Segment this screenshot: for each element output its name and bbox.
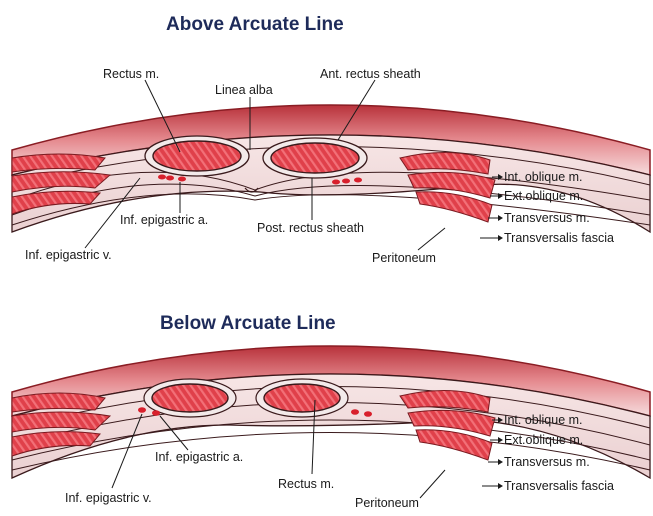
label-int-oblique-lower: Int. oblique m.	[504, 414, 583, 427]
label-ext-oblique-lower: Ext.oblique m.	[504, 434, 583, 447]
label-rectus-m-lower: Rectus m.	[278, 478, 334, 491]
rectus-muscle-right-lower	[264, 384, 340, 412]
label-inf-epigastric-a: Inf. epigastric a.	[120, 214, 208, 227]
right-lateral-muscles-lower	[400, 390, 495, 460]
label-ant-rectus-sheath: Ant. rectus sheath	[320, 68, 421, 81]
right-lateral-muscles	[400, 152, 495, 222]
label-ext-oblique: Ext.oblique m.	[504, 190, 583, 203]
label-inf-epigastric-v: Inf. epigastric v.	[25, 249, 112, 262]
panel-title-below: Below Arcuate Line	[160, 313, 336, 335]
label-transversalis-fascia: Transversalis fascia	[504, 232, 614, 245]
label-transversus-lower: Transversus m.	[504, 456, 590, 469]
label-linea-alba: Linea alba	[215, 84, 273, 97]
label-inf-epigastric-v-lower: Inf. epigastric v.	[65, 492, 152, 505]
label-peritoneum-lower: Peritoneum	[355, 497, 419, 510]
label-inf-epigastric-a-lower: Inf. epigastric a.	[155, 451, 243, 464]
label-transversalis-fascia-lower: Transversalis fascia	[504, 480, 614, 493]
rectus-muscle-left-lower	[152, 384, 228, 412]
rectus-muscle-left	[153, 141, 241, 171]
label-post-rectus-sheath: Post. rectus sheath	[257, 222, 364, 235]
rectus-muscle-right	[271, 143, 359, 173]
panel-title-above: Above Arcuate Line	[166, 14, 344, 36]
label-int-oblique: Int. oblique m.	[504, 171, 583, 184]
label-peritoneum: Peritoneum	[372, 252, 436, 265]
label-transversus: Transversus m.	[504, 212, 590, 225]
label-rectus-m: Rectus m.	[103, 68, 159, 81]
